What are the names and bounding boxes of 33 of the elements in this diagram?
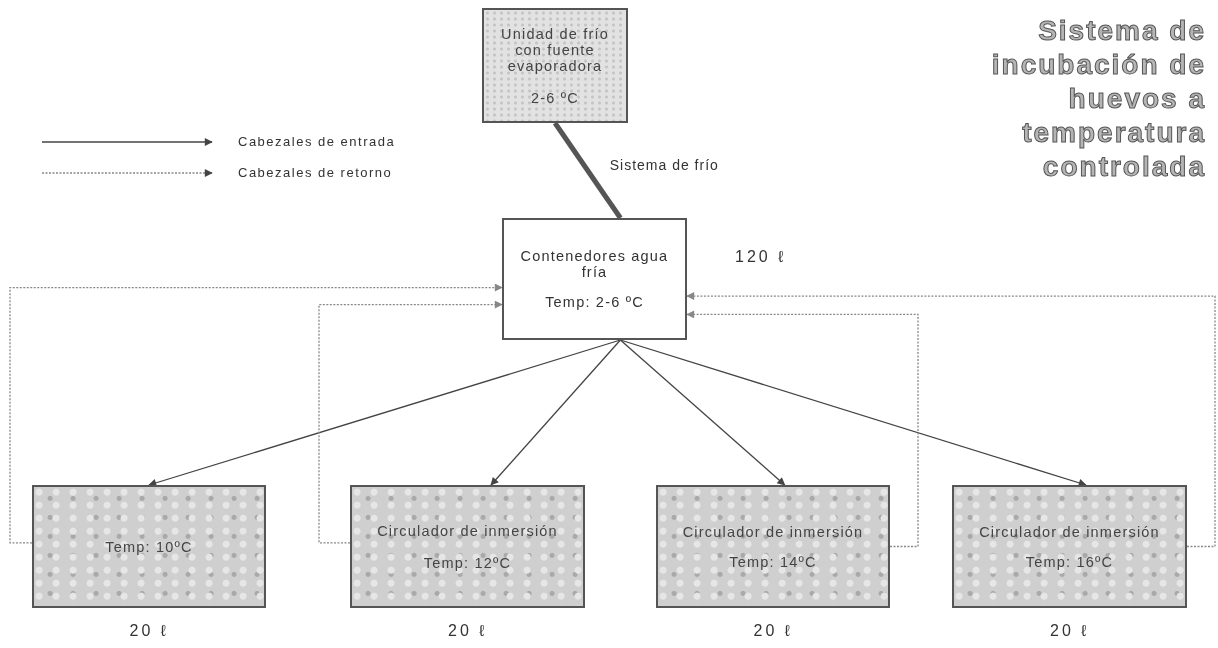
volume-label: 20 ℓ [753,622,793,640]
box-title: Temp: 10ºC [105,538,193,555]
box-title: Circulador de inmersión [377,522,558,539]
temperature-text: Temp: 14ºC [729,553,817,570]
process-box [656,485,890,608]
arrow [619,339,786,486]
process-box [482,8,628,123]
arrow [686,310,919,548]
temperature-text: Temp: 16ºC [1025,553,1114,570]
temperature-text: 2-6 ºC [531,89,579,106]
legend-label: Cabezales de entrada [238,134,396,149]
legend-label: Cabezales de retorno [238,165,393,180]
box-title: Contenedores agua fría [519,248,670,280]
volume-label: 120 ℓ [735,248,787,266]
box-title: Circulador de inmersión [979,523,1160,540]
arrow [686,292,1216,548]
temperature-text: Temp: 12ºC [423,554,512,571]
process-box [952,485,1187,608]
temperature-text: Temp: 2-6 ºC [545,294,644,310]
volume-label: 20 ℓ [448,622,488,640]
process-box [32,485,266,608]
diagram-title: Sistema de incubación de huevos a temperatura controlada [990,14,1206,184]
volume-label: 20 ℓ [129,622,169,640]
volume-label: 20 ℓ [1050,622,1090,640]
process-box [502,218,687,340]
box-title: Unidad de frío con fuente evaporadora [500,25,610,74]
arrow [9,283,503,544]
edge-label: Sistema de frío [607,156,721,173]
box-title: Circulador de inmersión [682,523,864,540]
connector-line [552,121,623,220]
arrow [490,339,622,486]
process-box [350,485,585,608]
arrow [318,300,503,544]
